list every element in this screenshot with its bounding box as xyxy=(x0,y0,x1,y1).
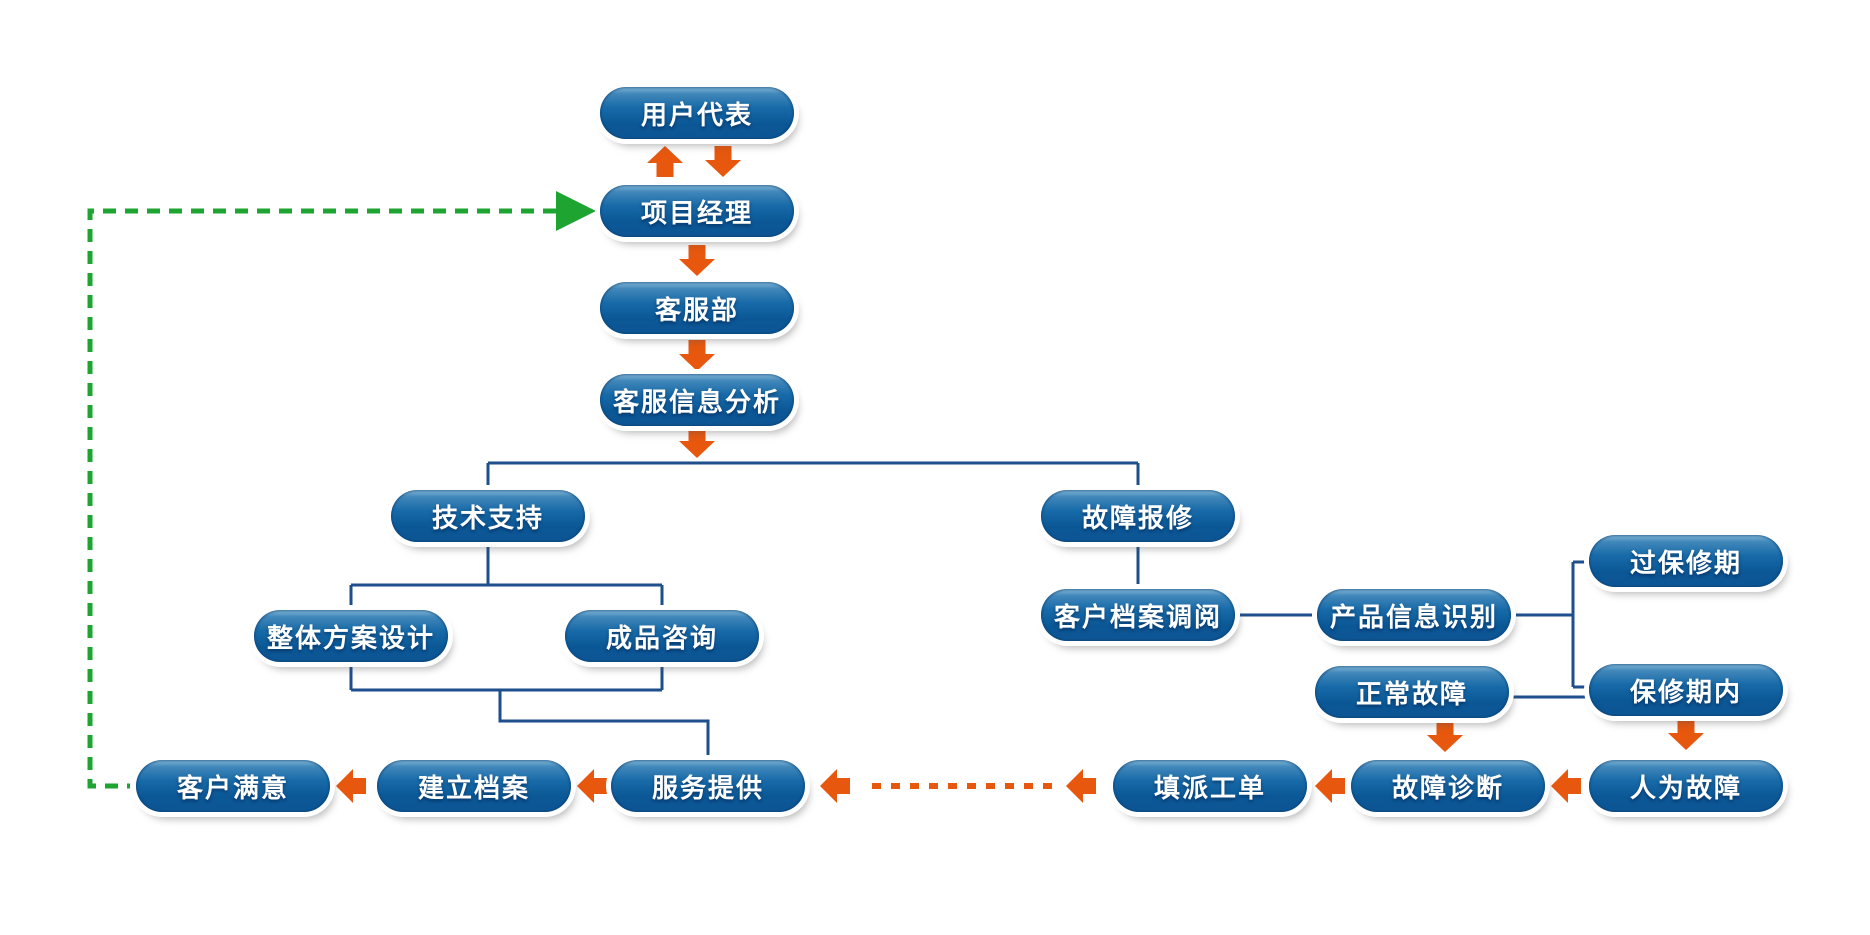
staircase-to-service xyxy=(498,690,710,786)
left-arrow-workorder-dotted-start xyxy=(1066,769,1096,803)
node-label: 客户档案调阅 xyxy=(1053,602,1222,633)
node-user-representative: 用户代表 xyxy=(600,87,794,139)
node-label: 服务提供 xyxy=(651,773,764,804)
node-label: 整体方案设计 xyxy=(266,623,435,654)
node-label: 用户代表 xyxy=(640,100,753,131)
node-label: 过保修期 xyxy=(1629,548,1742,579)
node-out-of-warranty: 过保修期 xyxy=(1589,535,1783,587)
left-arrow-diagnosis-to-workorder xyxy=(1315,769,1345,803)
node-service-provision: 服务提供 xyxy=(611,760,805,812)
left-arrow-manmade-to-diagnosis xyxy=(1551,769,1581,803)
up-arrow-pm-to-user xyxy=(647,146,683,177)
node-label: 填派工单 xyxy=(1153,773,1266,804)
node-normal-fault: 正常故障 xyxy=(1315,666,1509,718)
node-label: 成品咨询 xyxy=(605,623,718,654)
node-label: 客服部 xyxy=(654,295,739,326)
node-label: 正常故障 xyxy=(1355,679,1468,710)
node-product-info-identification: 产品信息识别 xyxy=(1317,589,1511,641)
node-file-establishment: 建立档案 xyxy=(377,760,571,812)
green-feedback-path xyxy=(87,191,596,789)
green-arrowhead xyxy=(556,191,596,231)
down-arrow-normalfault-to-diagnosis xyxy=(1427,721,1463,752)
left-arrow-dotted-to-service xyxy=(820,769,850,803)
node-man-made-fault: 人为故障 xyxy=(1589,760,1783,812)
node-label: 人为故障 xyxy=(1629,773,1742,804)
node-service-info-analysis: 客服信息分析 xyxy=(600,374,794,426)
node-label: 项目经理 xyxy=(640,198,753,229)
node-customer-satisfaction: 客户满意 xyxy=(136,760,330,812)
green-dashed-line xyxy=(87,208,556,789)
node-label: 产品信息识别 xyxy=(1329,602,1498,633)
node-label: 建立档案 xyxy=(417,773,530,804)
down-arrow-user-to-pm xyxy=(705,146,741,177)
node-fault-diagnosis: 故障诊断 xyxy=(1351,760,1545,812)
down-arrow-analysis-to-branch xyxy=(679,427,715,458)
node-technical-support: 技术支持 xyxy=(391,490,585,542)
node-label: 故障诊断 xyxy=(1391,773,1504,804)
node-label: 故障报修 xyxy=(1081,503,1194,534)
orange-arrows xyxy=(336,146,1704,803)
node-label: 保修期内 xyxy=(1629,677,1742,708)
node-in-warranty: 保修期内 xyxy=(1589,664,1783,716)
left-arrow-file-to-satisfaction xyxy=(336,769,366,803)
node-customer-service-dept: 客服部 xyxy=(600,282,794,334)
down-arrow-csd-to-analysis xyxy=(679,340,715,371)
node-fault-repair-request: 故障报修 xyxy=(1041,490,1235,542)
node-product-consultation: 成品咨询 xyxy=(565,610,759,662)
left-arrow-service-to-file xyxy=(577,769,607,803)
node-label: 客户满意 xyxy=(176,773,289,804)
node-overall-solution-design: 整体方案设计 xyxy=(254,610,448,662)
down-arrow-pm-to-csd xyxy=(679,245,715,276)
node-label: 客服信息分析 xyxy=(612,387,781,418)
node-customer-file-review: 客户档案调阅 xyxy=(1041,589,1235,641)
down-arrow-warranty-to-manmade xyxy=(1668,719,1704,750)
node-project-manager: 项目经理 xyxy=(600,185,794,237)
node-work-order-dispatch: 填派工单 xyxy=(1113,760,1307,812)
node-label: 技术支持 xyxy=(431,503,544,534)
